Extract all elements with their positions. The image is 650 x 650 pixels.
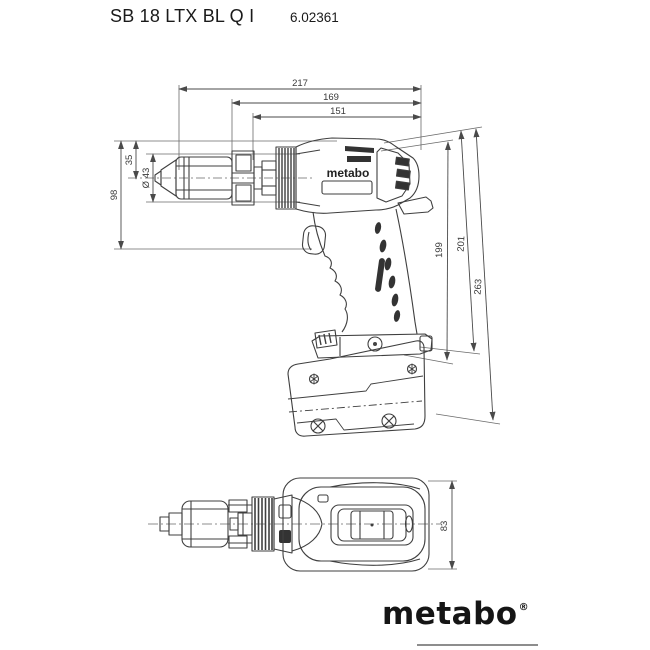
logo-underline-bar <box>417 644 538 647</box>
screw-icon <box>406 363 418 375</box>
dimension-lines <box>118 86 496 570</box>
dim-front-length: 151 <box>330 106 346 117</box>
handle <box>301 208 418 335</box>
product-model: SB 18 LTX BL Q I <box>110 6 255 26</box>
screw-icon <box>308 373 320 385</box>
dimension-labels: 217 169 151 98 35 Ø 43 199 201 263 83 <box>109 78 484 531</box>
battery-foot <box>311 329 433 359</box>
dim-total-length: 217 <box>292 78 308 89</box>
dim-width: 83 <box>439 521 450 532</box>
trigger <box>301 225 327 255</box>
article-number: 6.02361 <box>290 10 339 25</box>
top-view-drawing <box>148 477 440 572</box>
dim-front-height: 98 <box>109 190 120 201</box>
side-view-drawing: metabo <box>154 137 434 437</box>
dim-body-length: 169 <box>323 92 339 103</box>
dim-chuck-diameter: Ø 43 <box>141 168 152 189</box>
dim-total-height: 263 <box>473 279 485 296</box>
chuck <box>154 150 277 206</box>
registered-mark: ® <box>518 602 530 613</box>
battery-pack <box>287 340 426 437</box>
dim-height-201: 201 <box>456 236 468 252</box>
metabo-logo: metabo® <box>382 596 529 632</box>
body-top <box>273 477 430 572</box>
handle-grip-label <box>375 258 385 292</box>
extension-lines <box>114 85 501 570</box>
body-brand-label: metabo <box>327 166 370 180</box>
screw-icon <box>381 413 397 429</box>
belt-clip <box>397 196 434 215</box>
dim-height-199: 199 <box>434 242 445 258</box>
torque-collar-top <box>251 496 275 552</box>
screw-icon <box>310 418 326 434</box>
motor-housing <box>295 137 434 215</box>
metabo-logo-text: metabo <box>382 596 518 632</box>
dim-top-to-axis: 35 <box>124 155 135 166</box>
